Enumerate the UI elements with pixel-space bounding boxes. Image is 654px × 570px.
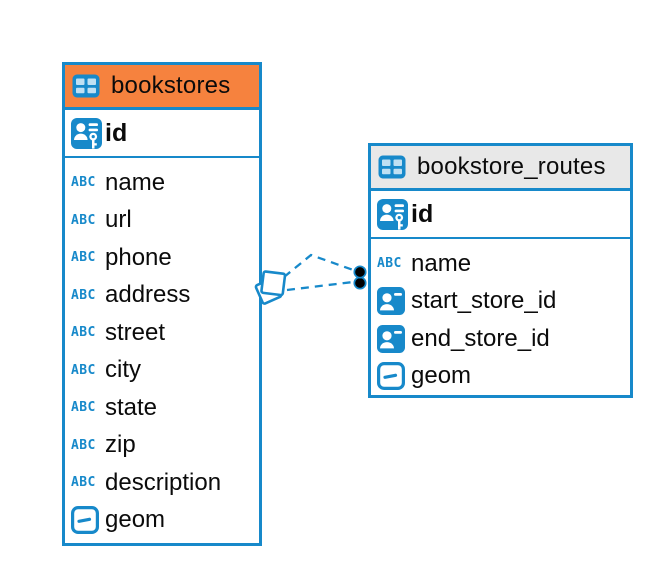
- column-row-city[interactable]: ABC city: [71, 352, 253, 390]
- column-name: geom: [411, 362, 472, 390]
- column-row-start_store_id[interactable]: start_store_id: [377, 283, 624, 321]
- column-row-name[interactable]: ABC name: [377, 245, 624, 283]
- geometry-type-icon: [71, 506, 105, 535]
- column-row-description[interactable]: ABC description: [71, 464, 253, 502]
- text-type-icon: ABC: [377, 255, 402, 272]
- primary-key-icon: [71, 117, 105, 149]
- relationship-link-1[interactable]: [283, 253, 357, 278]
- column-name: start_store_id: [411, 287, 557, 315]
- text-type-icon: ABC: [71, 362, 96, 379]
- column-name: description: [105, 468, 222, 496]
- column-name: id: [411, 199, 434, 228]
- column-name: id: [105, 118, 128, 147]
- table-header-bookstores[interactable]: bookstores: [65, 65, 259, 110]
- text-type-icon: ABC: [71, 287, 96, 304]
- text-type-icon: ABC: [71, 474, 96, 491]
- text-type-icon: ABC: [71, 249, 96, 266]
- primary-key-row[interactable]: id: [371, 191, 630, 239]
- column-name: street: [105, 318, 166, 346]
- column-name: zip: [105, 431, 136, 459]
- column-row-zip[interactable]: ABC zip: [71, 427, 253, 465]
- text-type-icon: ABC: [71, 437, 96, 454]
- table-bookstore-routes[interactable]: bookstore_routes id ABC name start_store_…: [368, 143, 633, 398]
- column-row-name[interactable]: ABC name: [71, 164, 253, 202]
- column-list: ABC name start_store_id end_store_id geom: [371, 239, 630, 395]
- primary-key-icon: [377, 198, 411, 230]
- column-name: end_store_id: [411, 324, 550, 352]
- column-name: url: [105, 206, 132, 234]
- text-type-icon: ABC: [71, 212, 96, 229]
- relationship-link-2[interactable]: [286, 280, 354, 292]
- primary-key-row[interactable]: id: [65, 110, 259, 158]
- column-row-url[interactable]: ABC url: [71, 202, 253, 240]
- column-row-geom[interactable]: geom: [377, 358, 624, 396]
- column-name: geom: [105, 506, 166, 534]
- column-row-address[interactable]: ABC address: [71, 277, 253, 315]
- column-name: state: [105, 393, 158, 421]
- column-row-street[interactable]: ABC street: [71, 314, 253, 352]
- column-row-phone[interactable]: ABC phone: [71, 239, 253, 277]
- text-type-icon: ABC: [71, 399, 96, 416]
- table-title: bookstore_routes: [417, 153, 606, 180]
- column-name: name: [105, 168, 166, 196]
- text-type-icon: ABC: [71, 174, 96, 191]
- column-name: phone: [105, 243, 172, 271]
- table-icon: [378, 155, 406, 179]
- reference-type-icon: [377, 287, 411, 316]
- column-name: name: [411, 249, 472, 277]
- column-row-geom[interactable]: geom: [71, 502, 253, 540]
- text-type-icon: ABC: [71, 324, 96, 341]
- column-name: city: [105, 356, 141, 384]
- column-row-state[interactable]: ABC state: [71, 389, 253, 427]
- table-title: bookstores: [111, 72, 231, 99]
- reference-type-icon: [377, 324, 411, 353]
- geometry-type-icon: [377, 362, 411, 391]
- table-header-bookstore-routes[interactable]: bookstore_routes: [371, 146, 630, 191]
- column-name: address: [105, 281, 191, 309]
- cardinality-dot-marker[interactable]: [353, 265, 367, 290]
- column-row-end_store_id[interactable]: end_store_id: [377, 320, 624, 358]
- table-icon: [72, 74, 100, 98]
